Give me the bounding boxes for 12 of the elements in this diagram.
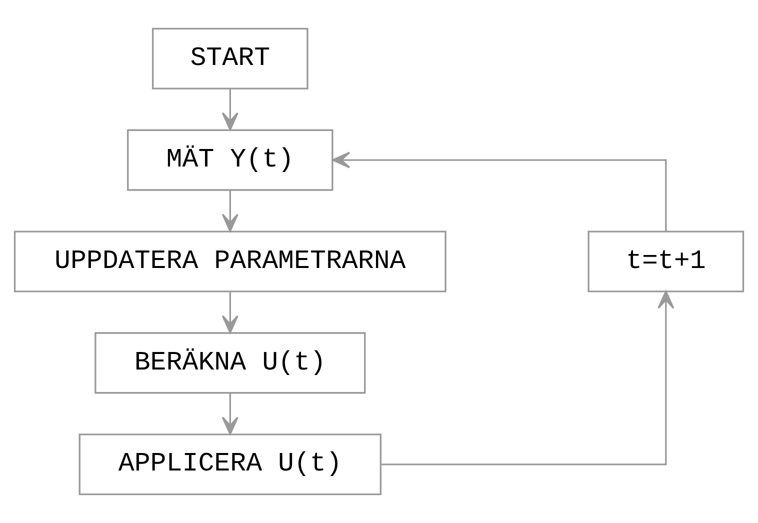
arrow xyxy=(380,290,674,466)
arrow xyxy=(222,393,238,435)
arrow xyxy=(222,190,238,232)
node-box: BERÄKNA U(t) xyxy=(94,332,366,394)
node-box: APPLICERA U(t) xyxy=(78,434,382,496)
node-box: START xyxy=(152,28,308,90)
node-box: MÄT Y(t) xyxy=(127,129,334,191)
node-box: UPPDATERA PARAMETRARNA xyxy=(14,230,446,292)
arrow xyxy=(222,292,238,334)
node-box: t=t+1 xyxy=(588,230,744,292)
arrow xyxy=(332,152,667,232)
arrow xyxy=(222,89,238,130)
